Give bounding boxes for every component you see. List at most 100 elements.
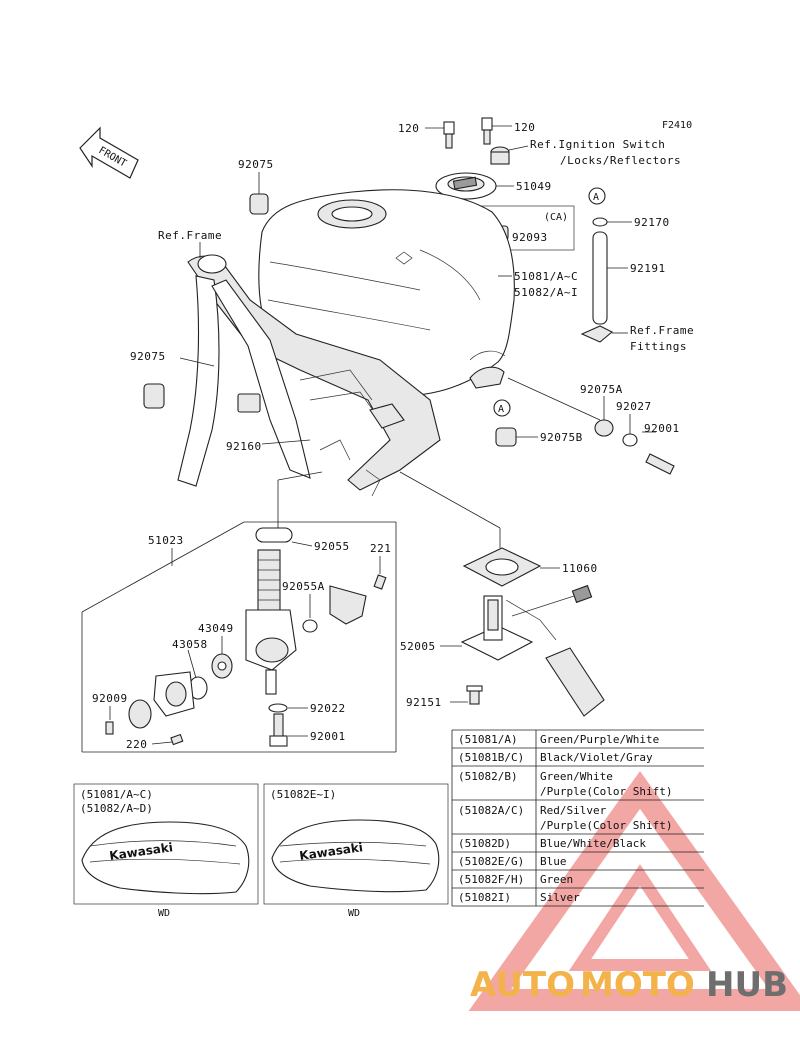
label-92170: 92170: [634, 216, 670, 229]
label-92055A: 92055A: [282, 580, 325, 593]
label-92009: 92009: [92, 692, 128, 705]
oring-92055: [255, 527, 293, 543]
table-color-3: Red/Silver: [540, 804, 607, 817]
label-120-left: 120: [398, 122, 419, 135]
bolt-92151: [466, 685, 483, 705]
panel-left-line2: (51082/A~D): [80, 802, 153, 815]
pad-92160: [237, 393, 261, 413]
damper-92075-top: [249, 193, 269, 215]
bolt-120-right: [481, 117, 493, 145]
lock-cylinder: [490, 146, 510, 165]
bolt-120-left: [443, 121, 455, 149]
table-color-2: Green/White: [540, 770, 613, 783]
callout-a-top-text: A: [593, 192, 599, 203]
ca-label: (CA): [544, 212, 568, 223]
label-11060: 11060: [562, 562, 598, 575]
watermark-logo: AUTO MOTO HUB: [470, 965, 788, 1005]
label-92093: 92093: [512, 231, 548, 244]
table-code-2: (51082/B): [458, 770, 518, 783]
panel-left-caption: WD: [158, 908, 170, 919]
panel-right-line1: (51082E~I): [270, 788, 336, 801]
oring-92055A: [302, 619, 318, 633]
label-92022: 92022: [310, 702, 346, 715]
clamp-92170: [592, 217, 608, 227]
table-color-3b: /Purple(Color Shift): [540, 819, 672, 832]
table-code-5: (51082E/G): [458, 855, 524, 868]
table-code-6: (51082F/H): [458, 873, 524, 886]
fuel-cap-51049: [435, 172, 497, 200]
table-code-4: (51082D): [458, 837, 511, 850]
table-color-5: Blue: [540, 855, 567, 868]
label-51081: 51081/A~C: [514, 270, 578, 283]
label-51082: 51082/A~I: [514, 286, 578, 299]
lever-plate: [153, 671, 195, 717]
collar-92027: [622, 433, 638, 447]
panel-left-line1: (51081/A~C): [80, 788, 153, 801]
ref-ignition-line2: /Locks/Reflectors: [560, 154, 681, 167]
label-92027: 92027: [616, 400, 652, 413]
ref-ignition-line1: Ref.Ignition Switch: [530, 138, 665, 151]
gasket-11060: [462, 547, 542, 587]
ref-frame-fittings-line1: Ref.Frame: [630, 324, 694, 337]
table-code-1: (51081B/C): [458, 751, 524, 764]
table-color-7: Silver: [540, 891, 580, 904]
washer-92022: [268, 703, 288, 713]
table-code-3: (51082A/C): [458, 804, 524, 817]
frame-fitting-clip: [580, 325, 613, 343]
front-arrow-icon: FRONT: [79, 126, 139, 179]
label-221: 221: [370, 542, 391, 555]
damper-92075B: [495, 427, 517, 447]
panel-right-caption: WD: [348, 908, 360, 919]
callout-a-mid-text: A: [498, 404, 504, 415]
label-92075-left: 92075: [130, 350, 166, 363]
table-color-4: Blue/White/Black: [540, 837, 646, 850]
label-92055: 92055: [314, 540, 350, 553]
label-92075-top: 92075: [238, 158, 274, 171]
label-92001-right: 92001: [644, 422, 680, 435]
screw-221: [373, 574, 387, 590]
frame-structure: [177, 254, 441, 497]
ref-frame: Ref.Frame: [158, 229, 222, 242]
table-color-6: Green: [540, 873, 573, 886]
watermark-moto: MOTO: [580, 965, 695, 1005]
damper-92075A: [594, 419, 614, 437]
table-color-2b: /Purple(Color Shift): [540, 785, 672, 798]
label-92075A: 92075A: [580, 383, 623, 396]
table-code-0: (51081/A): [458, 733, 518, 746]
ref-frame-fittings-line2: Fittings: [630, 340, 687, 353]
label-51023: 51023: [148, 534, 184, 547]
watermark-triangle: [468, 771, 800, 1011]
label-52005: 52005: [400, 640, 436, 653]
label-120-right: 120: [514, 121, 535, 134]
fuel-sensor-52005: [460, 584, 605, 717]
label-51049: 51049: [516, 180, 552, 193]
bolt-92001-right: [645, 453, 675, 475]
screw-92009: [105, 721, 114, 735]
figure-code: F2410: [662, 120, 692, 131]
gasket-43049: [211, 653, 233, 679]
label-92191: 92191: [630, 262, 666, 275]
label-43058: 43058: [172, 638, 208, 651]
table-code-7: (51082I): [458, 891, 511, 904]
lever-knob: [128, 699, 152, 729]
table-color-0: Green/Purple/White: [540, 733, 659, 746]
fuel-cock-body: [245, 549, 297, 695]
watermark-auto: AUTO: [470, 965, 575, 1005]
cover-plate: [329, 585, 367, 625]
callout-a-top: [588, 187, 606, 205]
decal-panel-right: (51082E~I) Kawasaki WD: [263, 783, 449, 919]
table-color-1: Black/Violet/Gray: [540, 751, 653, 764]
screw-220: [170, 733, 184, 746]
label-92160: 92160: [226, 440, 262, 453]
hose-92191: [592, 231, 608, 325]
bolt-92001-bottom: [269, 713, 288, 747]
callout-a-mid: [493, 399, 511, 417]
label-43049: 43049: [198, 622, 234, 635]
damper-92075-left: [143, 383, 165, 409]
color-table: (51081/A) Green/Purple/White (51081B/C) …: [451, 729, 704, 907]
label-92075B: 92075B: [540, 431, 583, 444]
label-220: 220: [126, 738, 147, 751]
label-92151: 92151: [406, 696, 442, 709]
label-92001-bottom: 92001: [310, 730, 346, 743]
